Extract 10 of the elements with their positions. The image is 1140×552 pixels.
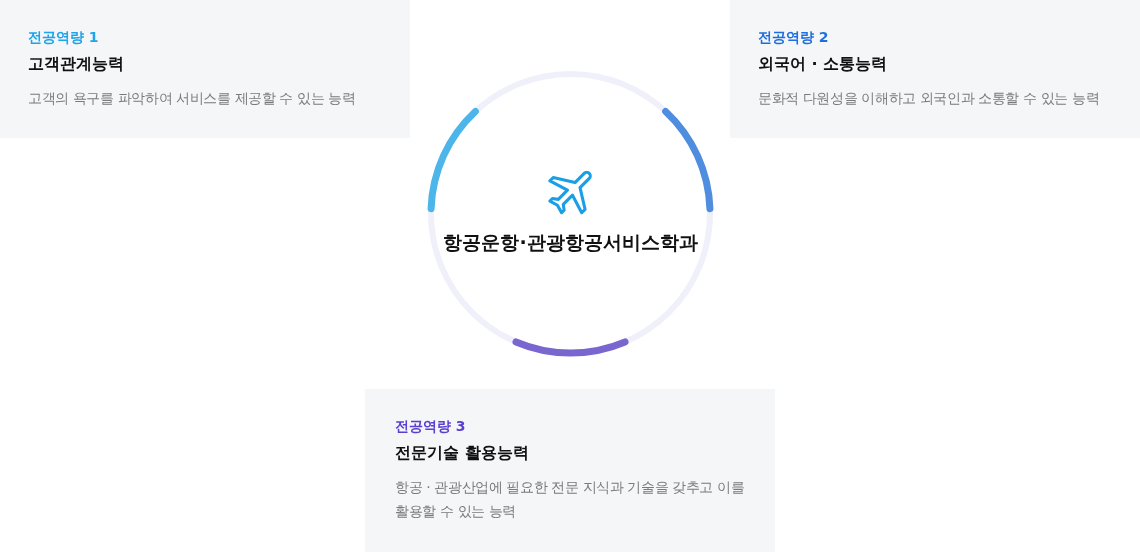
card-label: 전공역량 1	[28, 28, 99, 47]
card-description: 항공 · 관광산업에 필요한 전문 지식과 기술을 갖추고 이를 활용할 수 있는 능력	[395, 478, 746, 521]
card-title: 전문기술 활용능력	[395, 442, 529, 464]
card-description: 고객의 욕구를 파악하여 서비스를 제공할 수 있는 능력	[28, 89, 357, 108]
card-label: 전공역량 2	[758, 28, 829, 47]
card-title: 외국어 · 소통능력	[758, 53, 888, 75]
card-label: 전공역량 3	[395, 417, 466, 436]
card-title: 고객관계능력	[28, 53, 124, 75]
card-description: 문화적 다원성을 이해하고 외국인과 소통할 수 있는 능력	[758, 89, 1101, 108]
department-title: 항공운항·관광항공서비스학과	[443, 230, 698, 255]
